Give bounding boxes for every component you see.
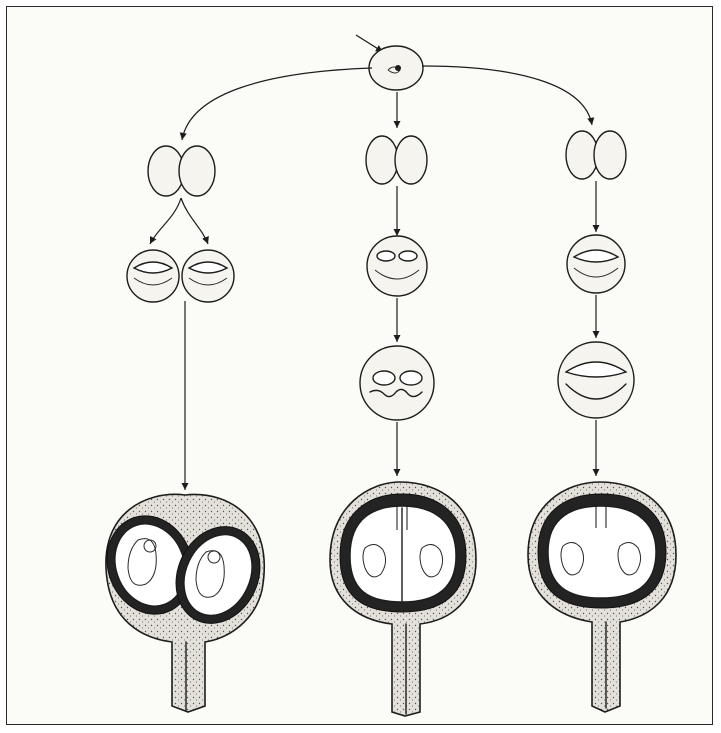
blastocyst-right: [567, 235, 625, 293]
uterus-right-monochorionic: [528, 482, 676, 712]
two-cell-stage-left: [148, 146, 215, 196]
blastocyst-middle: [367, 236, 427, 296]
arrow-zygote-to-left: [182, 68, 372, 140]
two-cell-stage-middle: [366, 136, 427, 184]
arrow-left-split-a: [150, 198, 181, 244]
arrow-zygote-to-right: [422, 66, 592, 125]
arrow-left-split-b: [181, 198, 208, 244]
two-cell-stage-right: [566, 131, 626, 179]
implantation-right: [558, 342, 634, 418]
zygote: [356, 35, 423, 90]
blastocyst-left-a: [127, 250, 179, 302]
uterus-middle-diamniotic-dichorionic: [330, 482, 476, 716]
sperm-entry-arrow: [356, 35, 383, 52]
blastocyst-left-b: [182, 250, 234, 302]
uterus-left-dichorionic: [93, 494, 275, 712]
implantation-middle: [360, 346, 434, 420]
